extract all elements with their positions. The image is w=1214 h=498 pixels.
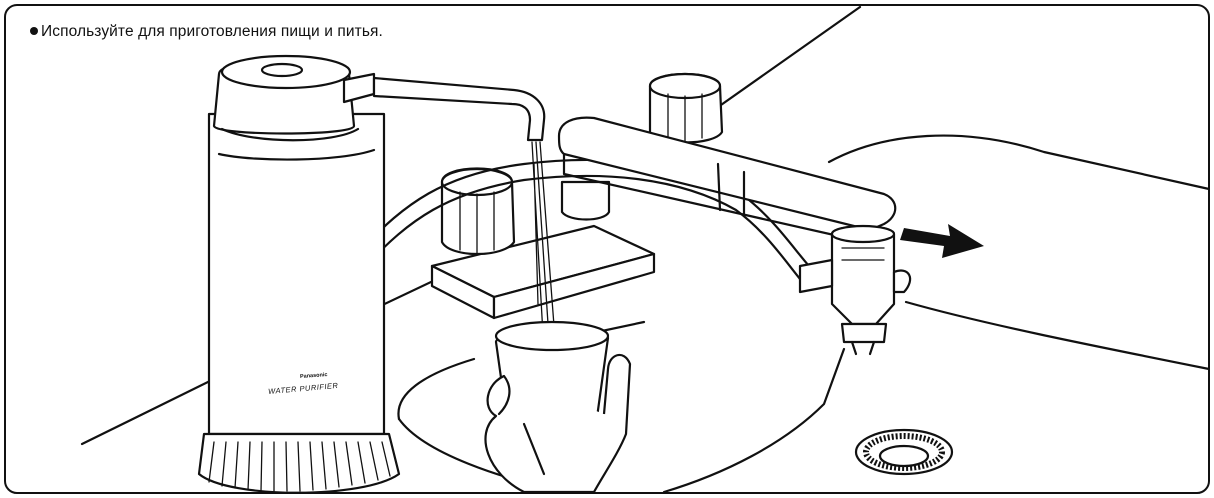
usage-caption-text: Используйте для приготовления пищи и пит…: [41, 23, 383, 40]
bullet-icon: [30, 27, 38, 35]
water-stream: [531, 141, 557, 355]
sink-drain: [854, 428, 954, 476]
hand: [484, 353, 632, 494]
faucet-spout: [557, 116, 897, 246]
filter-outlet-arm: [342, 72, 546, 142]
faucet-base: [430, 180, 656, 320]
counter-front-edge: [80, 377, 216, 446]
cold-tap-handle: [440, 167, 516, 256]
water-filter-unit: [197, 54, 401, 494]
illustration-frame: [4, 4, 1210, 494]
faucet-attachment: [798, 224, 912, 356]
direction-arrow-icon: [900, 224, 984, 258]
usage-caption: Используйте для приготовления пищи и пит…: [30, 23, 383, 41]
hot-tap-handle: [648, 72, 724, 144]
